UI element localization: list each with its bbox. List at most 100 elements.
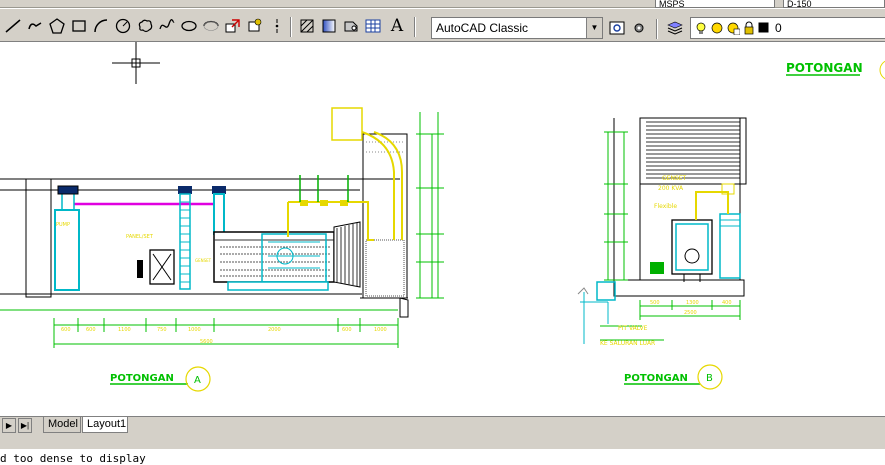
text-icon: A (390, 16, 404, 36)
rectangle-icon (72, 20, 86, 32)
ellipse-arc-icon (203, 20, 219, 31)
hatch-button[interactable] (296, 15, 318, 37)
line-button[interactable] (2, 15, 24, 37)
spline-button[interactable] (156, 15, 178, 37)
linetype-combo[interactable]: D-150 (783, 0, 885, 8)
arc-icon (94, 19, 108, 33)
arc-button[interactable] (90, 15, 112, 37)
section-a-dim-8: 1000 (374, 327, 387, 333)
polyline-button[interactable] (24, 15, 46, 37)
hatch-icon (300, 19, 314, 33)
section-a-dim-2: 600 (86, 327, 96, 333)
drawing-area[interactable]: PUMP PANEL/SET GENSET (0, 42, 885, 416)
layer-control-combo[interactable]: 0 (690, 17, 885, 39)
table-button[interactable] (362, 15, 384, 37)
chevron-down-icon[interactable]: ▼ (586, 18, 602, 38)
section-b-flexible-label: Flexible (654, 203, 677, 210)
section-a-total-dim: 5600 (200, 339, 213, 345)
section-b-labels: GENSET 200 KVA Flexible PIT VALVE KE SAL… (600, 175, 732, 347)
draw-toolbar: A AutoCAD Classic ▼ 0 (0, 8, 885, 42)
section-b-title: POTONGAN (624, 373, 688, 384)
sun-viewport-icon (727, 22, 740, 35)
command-line-scrollbar[interactable] (0, 437, 885, 449)
section-b-valve-label: PIT VALVE (618, 325, 648, 332)
workspace-combo[interactable]: AutoCAD Classic ▼ (431, 17, 603, 39)
workspace-settings-button[interactable] (606, 17, 628, 39)
section-b-total-dim: 2500 (684, 310, 697, 316)
circle-icon (115, 18, 131, 34)
toolbar-separator (414, 17, 416, 37)
section-a-dim-4: 750 (157, 327, 167, 333)
layer-manager-button[interactable] (664, 17, 686, 39)
color-swatch-icon (758, 22, 769, 33)
gradient-icon (322, 19, 336, 33)
ellipse-button[interactable] (178, 15, 200, 37)
tab-model[interactable]: Model (43, 417, 81, 433)
ellipse-arc-button[interactable] (200, 15, 222, 37)
gradient-button[interactable] (318, 15, 340, 37)
svg-text:PUMP: PUMP (56, 222, 70, 228)
command-line[interactable]: d too dense to display (0, 435, 885, 465)
tab-nav-prev[interactable]: ▶ (2, 418, 16, 433)
layout-tabs-bar: ▶ ▶| Model Layout1 (0, 416, 885, 435)
section-a-dimensions: 600 600 1100 750 1000 2000 600 1000 5600 (61, 327, 387, 345)
ellipse-icon (181, 20, 197, 32)
svg-text:PANEL/SET: PANEL/SET (126, 234, 154, 240)
gear-icon (634, 23, 644, 33)
multiline-text-button[interactable]: A (386, 15, 408, 37)
header-title: POTONGAN (786, 61, 863, 75)
section-b-dim-3: 400 (722, 300, 732, 306)
section-a-title-block: POTONGAN A (110, 366, 211, 392)
section-b-drawing (577, 117, 747, 344)
polygon-button[interactable] (46, 15, 68, 37)
section-b-marker: B (706, 373, 713, 384)
circle-button[interactable] (112, 15, 134, 37)
section-a-dim-3: 1100 (118, 327, 131, 333)
section-a-dim-7: 600 (342, 327, 352, 333)
rectangle-button[interactable] (68, 15, 90, 37)
section-a-marker: A (194, 375, 201, 386)
point-button[interactable] (266, 15, 288, 37)
section-a-title: POTONGAN (110, 373, 174, 384)
make-block-button[interactable] (244, 15, 266, 37)
polyline-icon (28, 22, 42, 30)
polygon-icon (49, 18, 65, 34)
revision-cloud-icon (138, 19, 153, 33)
insert-block-icon (225, 19, 240, 33)
lightbulb-icon (696, 22, 706, 34)
make-block-icon (248, 18, 262, 32)
section-b-genset-label: GENSET (662, 175, 687, 182)
layer-combo[interactable]: MSPS (655, 0, 775, 8)
region-icon (344, 21, 358, 32)
section-a-dim-6: 2000 (268, 327, 281, 333)
toolbar-separator (656, 19, 658, 39)
lock-icon (744, 21, 754, 35)
revcloud-button[interactable] (134, 15, 156, 37)
section-a-drawing: PUMP PANEL/SET GENSET (0, 107, 444, 348)
sun-icon (711, 22, 723, 34)
crosshair-cursor (112, 42, 160, 84)
tab-nav-last[interactable]: ▶| (18, 418, 32, 433)
toolbar-separator (290, 17, 292, 37)
point-icon (275, 19, 279, 33)
section-b-saluran-label: KE SALURAN LUAR (600, 340, 655, 347)
section-b-dim-1: 500 (650, 300, 660, 306)
workspace-settings-icon (609, 21, 625, 35)
drawing-canvas[interactable]: PUMP PANEL/SET GENSET (0, 42, 885, 416)
layers-icon (667, 21, 683, 35)
layer-name: 0 (775, 21, 782, 35)
workspace-save-button[interactable] (628, 17, 650, 39)
table-icon (365, 19, 381, 33)
top-toolbar-strip: MSPS D-150 (0, 0, 885, 8)
sheet-header: POTONGAN (786, 60, 885, 80)
region-button[interactable] (340, 15, 362, 37)
line-icon (5, 19, 21, 33)
section-b-dim-2: 1300 (686, 300, 699, 306)
section-a-dim-5: 1000 (188, 327, 201, 333)
svg-text:GENSET: GENSET (195, 258, 212, 263)
spline-icon (159, 19, 175, 30)
tab-layout1[interactable]: Layout1 (82, 417, 128, 433)
insert-block-button[interactable] (222, 15, 244, 37)
section-b-title-block: POTONGAN B (624, 364, 723, 390)
workspace-combo-value: AutoCAD Classic (436, 21, 529, 35)
